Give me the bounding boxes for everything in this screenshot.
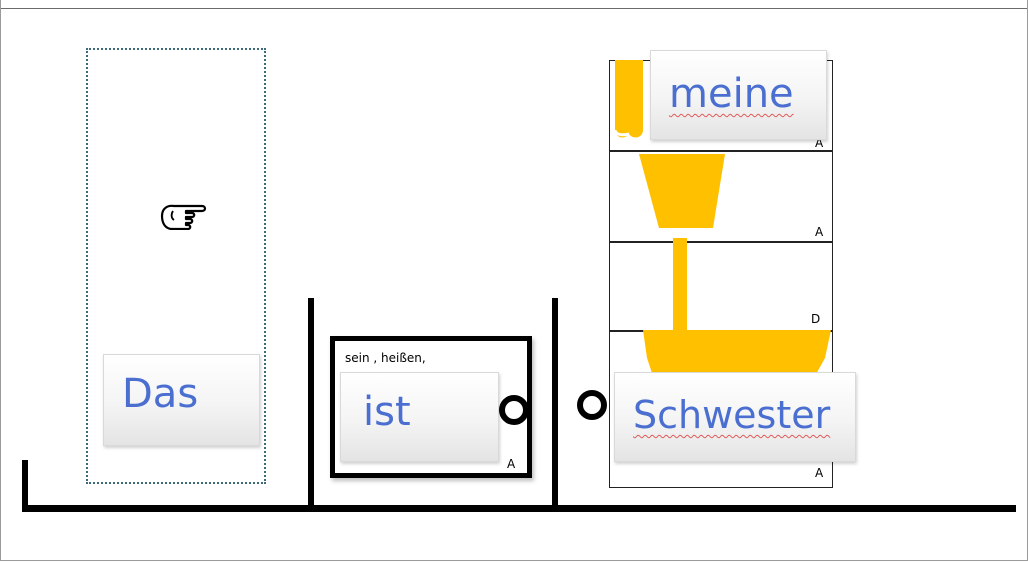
word-meine: meine [669,71,794,117]
verb-post-right [552,298,558,508]
word-das: Das [122,371,198,417]
shelf-row3-label: D [811,312,820,326]
floor-bar [22,505,1016,512]
word-card-das[interactable]: Das [103,354,260,446]
word-card-meine[interactable]: meine [650,50,827,140]
verb-box-label: A [507,457,515,471]
word-ist: ist [363,389,411,435]
word-card-schwester[interactable]: Schwester [614,372,856,462]
verb-hint-list: sein , heißen, [345,351,426,365]
connector-ring-inner [499,395,529,425]
hand-pointer-icon [158,198,212,230]
word-schwester: Schwester [633,393,830,437]
connector-ring-outer [577,390,607,420]
word-card-ist[interactable]: ist [340,372,499,462]
verb-post-left [308,298,314,508]
shelf-row2-label: A [815,225,823,239]
left-post [22,460,28,512]
shelf-row4-label: A [815,466,823,480]
